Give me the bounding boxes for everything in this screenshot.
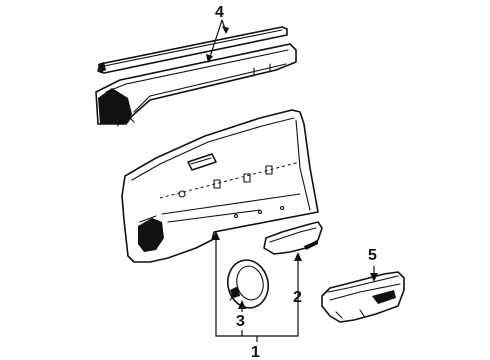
- upper-garnish-trim: [95, 43, 297, 127]
- callout-5: 5: [368, 247, 377, 264]
- callout-1: 1: [251, 344, 260, 360]
- callout-4: 4: [215, 4, 224, 21]
- callout-3: 3: [236, 313, 245, 330]
- speaker-grille: [227, 259, 269, 309]
- armrest-assembly: [321, 271, 405, 323]
- callout-4-leader: [206, 19, 229, 63]
- callout-5-leader: [370, 266, 378, 282]
- armrest-pad: [263, 221, 323, 255]
- door-trim-panel: [121, 109, 319, 263]
- callout-1-leader: [212, 231, 302, 342]
- callout-2: 2: [293, 289, 302, 306]
- callout-3-leader: [238, 300, 246, 312]
- weatherstrip-strip: [97, 26, 288, 74]
